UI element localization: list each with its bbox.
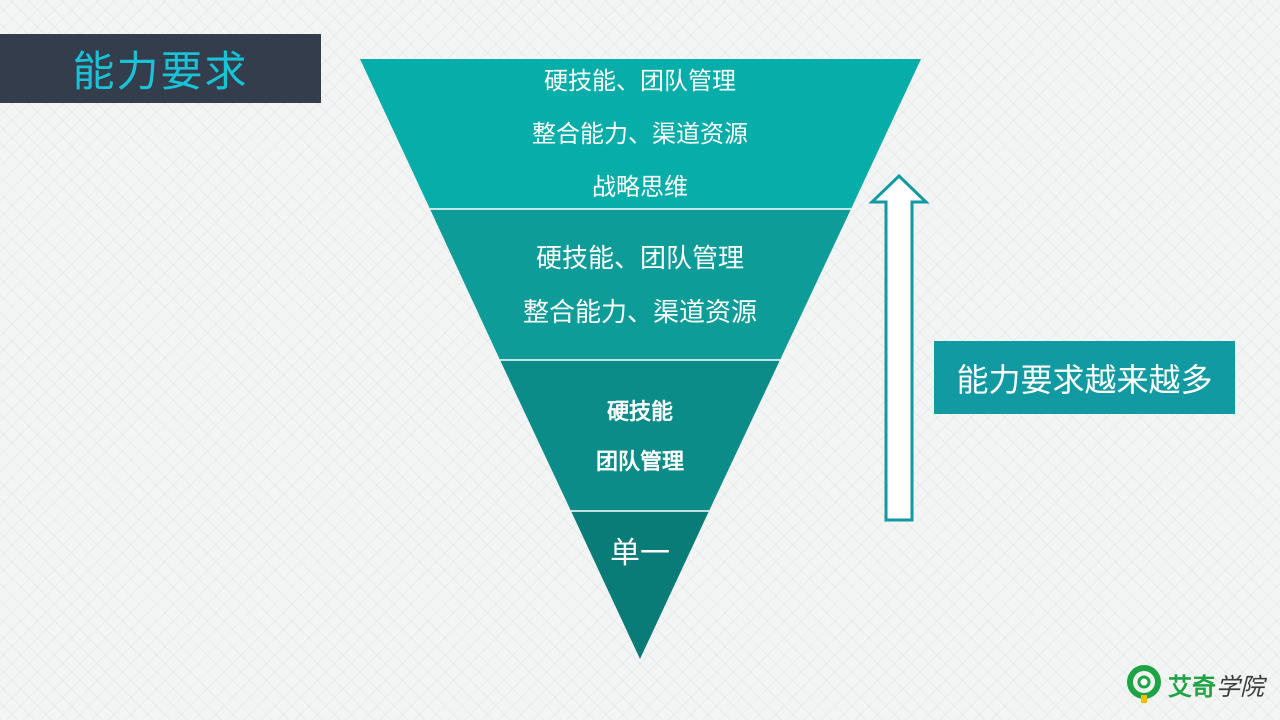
brand-logo: 艾奇 学院 — [1126, 662, 1264, 706]
logo-text-primary: 艾奇 — [1168, 672, 1216, 701]
level-top-line-3: 战略思维 — [592, 173, 688, 201]
logo-text-secondary: 学院 — [1216, 672, 1264, 701]
up-arrow-icon — [868, 173, 930, 522]
page-title: 能力要求 — [72, 47, 249, 96]
level-upper-middle-line-1: 硬技能、团队管理 — [536, 244, 744, 274]
arrow-label: 能力要求越来越多 — [956, 360, 1213, 399]
level-bottom-line-1: 单一 — [610, 536, 670, 571]
logo-text: 艾奇 学院 — [1168, 667, 1264, 702]
level-lower-middle-line-1: 硬技能 — [607, 399, 673, 425]
funnel-level-upper-middle — [430, 209, 851, 360]
title-banner: 能力要求 — [0, 34, 321, 103]
level-lower-middle-line-2: 团队管理 — [596, 449, 684, 475]
level-top-line-2: 整合能力、渠道资源 — [532, 120, 748, 148]
logo-pin-icon — [1127, 665, 1161, 703]
level-upper-middle-line-2: 整合能力、渠道资源 — [523, 298, 757, 328]
funnel-level-lower-middle — [500, 360, 780, 511]
funnel-level-bottom — [571, 511, 709, 659]
arrow-label-box: 能力要求越来越多 — [934, 341, 1235, 414]
funnel-level-top — [360, 59, 921, 209]
level-top-line-1: 硬技能、团队管理 — [544, 67, 736, 95]
